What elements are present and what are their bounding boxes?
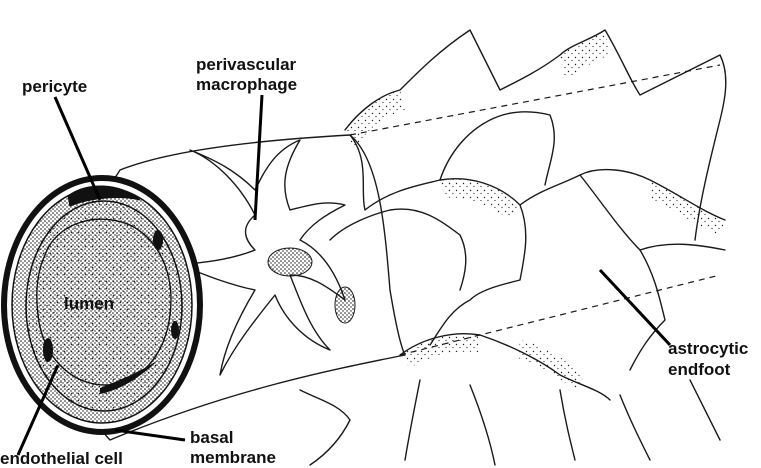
basal-membrane-leader — [115, 430, 185, 440]
perivascular-macrophage — [180, 140, 345, 375]
basal-label: basal — [190, 428, 233, 447]
endfoot-stipple — [650, 180, 725, 235]
macrophage-leader — [255, 95, 262, 220]
pericyte-label: pericyte — [22, 77, 87, 96]
astrocytic-label: astrocytic — [668, 339, 748, 358]
endfoot-stipple — [560, 30, 610, 80]
astrocytic-endfoot — [430, 205, 526, 345]
endothelial-cell-label: endothelial cell — [0, 449, 123, 468]
vessel-continuation-dash — [350, 65, 720, 135]
endfoot-label: endfoot — [668, 360, 730, 379]
astrocytic-endfoot — [440, 112, 554, 185]
endothelial-nucleus — [171, 321, 179, 339]
lumen-label: lumen — [64, 294, 114, 313]
endothelial-nucleus — [153, 230, 163, 250]
endfoot-stipple — [518, 340, 585, 390]
astrocytic-endfoot — [330, 209, 466, 290]
endothelial-nucleus — [43, 338, 53, 362]
macrophage-label: macrophage — [196, 75, 297, 94]
astrocytic-endfoot — [580, 175, 665, 370]
astrocytic-endfoot — [300, 390, 350, 465]
membrane-label: membrane — [190, 448, 276, 467]
astrocytic-endfoot-leader — [600, 270, 670, 345]
endfoot-stipple — [400, 334, 480, 368]
perivascular-label: perivascular — [196, 55, 296, 74]
endfoot-stipple — [345, 90, 405, 150]
macrophage-nucleus — [268, 248, 312, 276]
endfoot-stipple — [440, 179, 520, 220]
macrophage-nucleus-2 — [335, 287, 355, 323]
